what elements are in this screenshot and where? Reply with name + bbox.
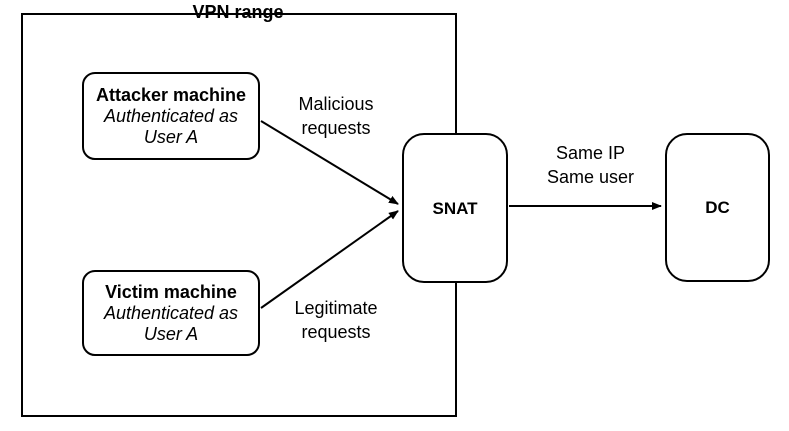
same-user-line2: Same user — [546, 167, 635, 187]
victim-machine-subtitle-line2: User A — [143, 323, 199, 344]
attacker-machine-title: Attacker machine — [95, 84, 247, 105]
malicious-requests-line1: Malicious — [298, 94, 374, 114]
edge-label-malicious-requests: Malicious requests — [272, 92, 400, 140]
node-dc: DC — [665, 133, 770, 282]
vpn-range-label: VPN range — [192, 2, 284, 22]
malicious-requests-line2: requests — [301, 118, 371, 138]
attacker-machine-subtitle-line1: Authenticated as — [103, 105, 239, 126]
same-ip-line1: Same IP — [555, 143, 626, 163]
node-victim-machine: Victim machine Authenticated as User A — [82, 270, 260, 356]
edge-label-legitimate-requests: Legitimate requests — [272, 296, 400, 344]
dc-title: DC — [705, 198, 730, 217]
legitimate-requests-line1: Legitimate — [294, 298, 378, 318]
node-attacker-machine: Attacker machine Authenticated as User A — [82, 72, 260, 160]
victim-machine-title: Victim machine — [105, 281, 237, 302]
snat-title: SNAT — [432, 198, 478, 218]
node-snat: SNAT — [402, 133, 508, 283]
attacker-machine-subtitle-line2: User A — [143, 126, 199, 147]
victim-machine-subtitle-line1: Authenticated as — [103, 302, 239, 323]
edge-label-same-ip-same-user: Same IP Same user — [528, 141, 653, 189]
legitimate-requests-line2: requests — [301, 322, 371, 342]
